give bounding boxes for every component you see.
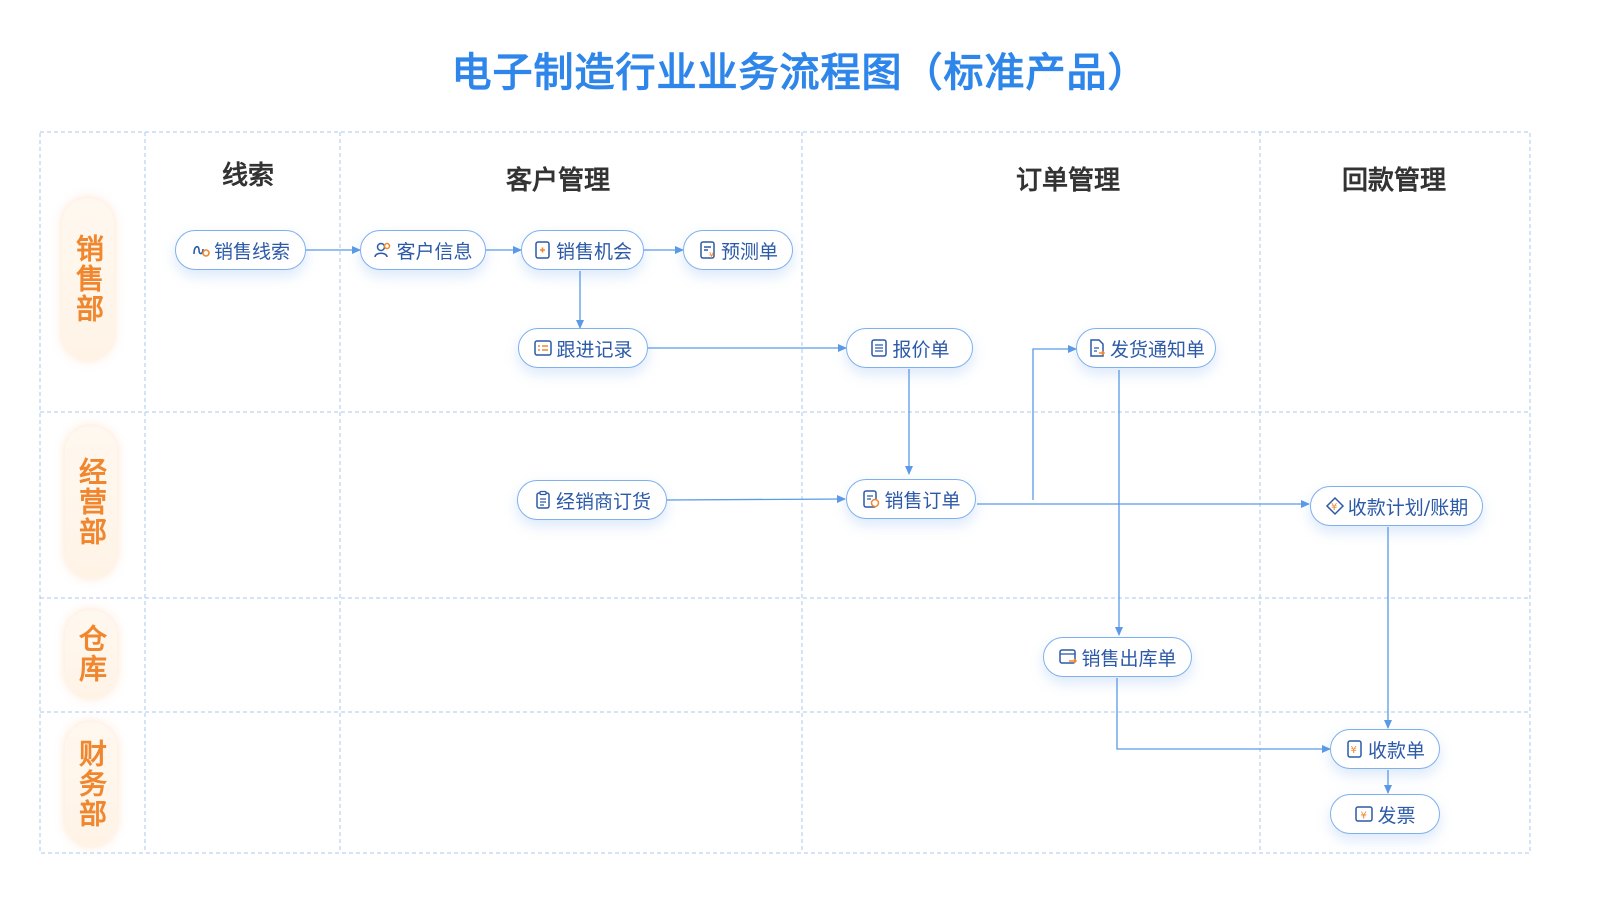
flow-connectors — [306, 246, 1392, 794]
node-sales-lead[interactable]: 销售线索 — [175, 230, 306, 270]
column-header-leads: 线索 — [221, 161, 275, 191]
delivery-doc-icon — [1087, 338, 1107, 358]
node-invoice[interactable]: ¥ 发票 — [1330, 794, 1440, 834]
lead-icon — [191, 240, 211, 260]
grid-lines — [39, 131, 1531, 854]
column-header-customer: 客户管理 — [505, 166, 611, 196]
node-outbound[interactable]: 销售出库单 — [1043, 637, 1192, 677]
node-label: 收款计划/账期 — [1347, 496, 1469, 519]
node-label: 跟进记录 — [556, 338, 633, 361]
lane-label-finance: 财务部 — [65, 722, 117, 846]
node-customer-info[interactable]: 客户信息 — [360, 230, 486, 270]
node-collection-plan[interactable]: ¥ 收款计划/账期 — [1310, 486, 1483, 526]
people-icon — [373, 240, 393, 260]
lane-label-warehouse: 仓库 — [65, 610, 117, 698]
svg-text:¥: ¥ — [1361, 811, 1367, 822]
node-receipt[interactable]: ¥ 收款单 — [1330, 729, 1440, 769]
connector-dealer-to-order — [666, 495, 846, 504]
column-header-order: 订单管理 — [1015, 166, 1121, 196]
document-icon — [869, 338, 889, 358]
node-label: 报价单 — [892, 338, 950, 361]
forecast-icon: ¥ — [698, 240, 718, 260]
order-icon — [861, 489, 881, 509]
node-label: 发货通知单 — [1109, 338, 1205, 361]
node-sales-opportunity[interactable]: 销售机会 — [521, 230, 644, 270]
node-label: 销售出库单 — [1081, 647, 1177, 670]
connector-order-to-delivery — [1032, 345, 1077, 500]
node-label: 销售订单 — [884, 489, 961, 512]
receipt-icon: ¥ — [1345, 739, 1365, 759]
node-sales-order[interactable]: 销售订单 — [846, 479, 976, 519]
lane-label-sales: 销售部 — [62, 198, 114, 360]
node-label: 经销商订货 — [555, 490, 651, 513]
invoice-icon: ¥ — [1354, 804, 1374, 824]
list-icon — [533, 338, 553, 358]
node-label: 发票 — [1377, 804, 1416, 827]
outbound-icon — [1058, 647, 1078, 667]
node-delivery-notice[interactable]: 发货通知单 — [1076, 328, 1216, 368]
svg-text:¥: ¥ — [1331, 502, 1337, 513]
node-label: 销售线索 — [213, 240, 290, 263]
collection-plan-icon: ¥ — [1325, 496, 1345, 516]
node-label: 客户信息 — [396, 240, 473, 263]
svg-text:¥: ¥ — [709, 251, 714, 260]
lane-label-operations: 经营部 — [65, 426, 117, 578]
node-label: 收款单 — [1367, 739, 1425, 762]
node-follow-up[interactable]: 跟进记录 — [518, 328, 648, 368]
column-header-payment: 回款管理 — [1341, 166, 1447, 196]
svg-text:¥: ¥ — [1350, 745, 1356, 756]
node-label: 销售机会 — [555, 240, 632, 263]
connector-outbound-to-receipt — [1116, 678, 1331, 753]
node-forecast[interactable]: ¥ 预测单 — [683, 230, 793, 270]
clipboard-icon — [533, 490, 553, 510]
node-label: 预测单 — [720, 240, 778, 263]
node-dealer-order[interactable]: 经销商订货 — [517, 480, 667, 520]
page-title: 电子制造行业业务流程图（标准产品） — [451, 50, 1149, 96]
node-quotation[interactable]: 报价单 — [846, 328, 973, 368]
opportunity-icon — [533, 240, 553, 260]
